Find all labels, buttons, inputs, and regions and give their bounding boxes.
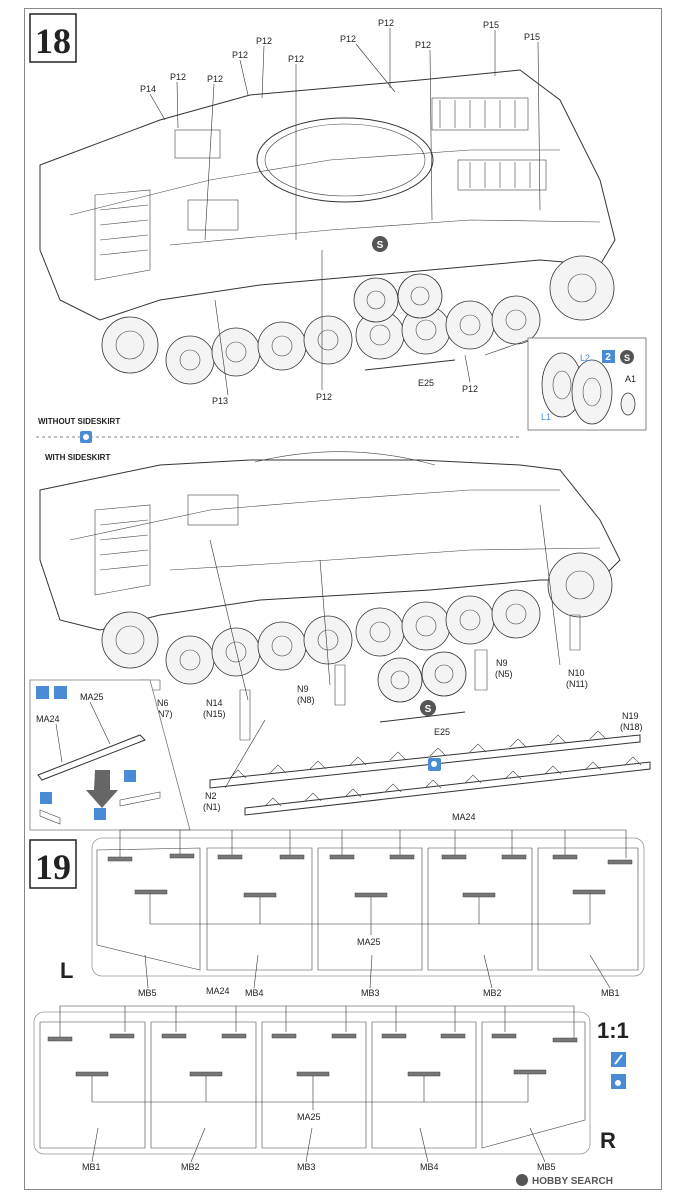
right-plate-mb4: MB4 bbox=[420, 1162, 439, 1172]
s-badge-upper: S bbox=[377, 240, 384, 251]
s-badge-lower: S bbox=[425, 704, 432, 715]
label-n10: N10 bbox=[568, 668, 585, 678]
label-p12-b: P12 bbox=[207, 74, 223, 84]
label-p12-a: P12 bbox=[170, 72, 186, 82]
qty-badge: 2 bbox=[605, 352, 611, 363]
label-ma25-right: MA25 bbox=[297, 1112, 321, 1122]
left-plate-mb2: MB2 bbox=[483, 988, 502, 998]
label-p13: P13 bbox=[212, 396, 228, 406]
label-ma25-detail: MA25 bbox=[80, 692, 104, 702]
label-p12-bottom-b: P12 bbox=[462, 384, 478, 394]
step-19-number: 19 bbox=[35, 847, 71, 887]
label-l2: L2 bbox=[580, 353, 590, 363]
label-n15: (N15) bbox=[203, 709, 226, 719]
label-n18: (N18) bbox=[620, 722, 643, 732]
label-n1: (N1) bbox=[203, 802, 221, 812]
label-p15-a: P15 bbox=[483, 20, 499, 30]
side-left-label: L bbox=[60, 958, 73, 983]
label-p12-e: P12 bbox=[288, 54, 304, 64]
scale-label: 1:1 bbox=[597, 1018, 629, 1043]
label-n2: N2 bbox=[205, 791, 217, 801]
lower-callouts: N6 (N7) N14 (N15) N9 (N8) N9 (N5) N10 (N… bbox=[155, 504, 643, 812]
step-19-badge: 19 bbox=[29, 839, 77, 889]
left-plate-mb5: MB5 bbox=[138, 988, 157, 998]
heading-without-sideskirt: WITHOUT SIDESKIRT bbox=[38, 417, 120, 426]
label-a1: A1 bbox=[625, 374, 636, 384]
left-plate-mb3: MB3 bbox=[361, 988, 380, 998]
left-plate-mb4: MB4 bbox=[245, 988, 264, 998]
label-ma25-left: MA25 bbox=[357, 937, 381, 947]
label-p12-g: P12 bbox=[378, 18, 394, 28]
s-badge-inset: S bbox=[624, 353, 630, 363]
side-right-label: R bbox=[600, 1128, 616, 1153]
step-18-badge: 18 bbox=[29, 13, 77, 63]
label-p12-bottom-a: P12 bbox=[316, 392, 332, 402]
right-plate-mb1: MB1 bbox=[82, 1162, 101, 1172]
sideskirt-rails bbox=[209, 730, 651, 816]
label-n7: (N7) bbox=[155, 709, 173, 719]
label-n9-a: N9 bbox=[297, 684, 309, 694]
label-p12-c: P12 bbox=[232, 50, 248, 60]
heading-with-sideskirt: WITH SIDESKIRT bbox=[45, 453, 110, 462]
right-plate-mb3: MB3 bbox=[297, 1162, 316, 1172]
label-p12-h: P12 bbox=[415, 40, 431, 50]
label-p12-f: P12 bbox=[340, 34, 356, 44]
wheel-inset: L2 2 S A1 L1 bbox=[484, 337, 647, 431]
ma-detail-box: MA25 MA24 bbox=[29, 679, 191, 831]
watermark-text: HOBBY SEARCH bbox=[532, 1176, 613, 1187]
label-ma24-detail: MA24 bbox=[36, 714, 60, 724]
label-p14: P14 bbox=[140, 84, 156, 94]
right-plate-mb5: MB5 bbox=[537, 1162, 556, 1172]
scale-block: 1:1 R bbox=[597, 1018, 629, 1153]
label-ma24-right: MA24 bbox=[206, 986, 230, 996]
variant-divider: WITHOUT SIDESKIRT WITH SIDESKIRT bbox=[36, 417, 520, 462]
page-frame bbox=[24, 8, 662, 1190]
label-n14: N14 bbox=[206, 698, 223, 708]
hull-lower-view: S bbox=[39, 451, 621, 741]
right-sideskirt-panel: MA24 MA25 MB1 MB2 MB3 bbox=[33, 986, 591, 1172]
label-n5: (N5) bbox=[495, 669, 513, 679]
label-ma24-left: MA24 bbox=[452, 812, 476, 822]
left-plate-mb1: MB1 bbox=[601, 988, 620, 998]
watermark: HOBBY SEARCH bbox=[516, 1174, 613, 1187]
label-p15-b: P15 bbox=[524, 32, 540, 42]
step-18-number: 18 bbox=[35, 21, 71, 61]
left-sideskirt-panel: MA24 MA25 L MB5 MB4 bbox=[60, 812, 645, 998]
label-p12-d: P12 bbox=[256, 36, 272, 46]
label-n11: (N11) bbox=[566, 679, 588, 689]
label-n9-b: N9 bbox=[496, 658, 508, 668]
label-e25-lower: E25 bbox=[434, 727, 450, 737]
step-18-callouts: P14 P12 P12 P12 P12 P12 P12 P12 P12 P15 … bbox=[140, 18, 541, 406]
label-n6: N6 bbox=[157, 698, 169, 708]
right-plate-mb2: MB2 bbox=[181, 1162, 200, 1172]
label-e25-upper: E25 bbox=[418, 378, 434, 388]
hull-upper-view: S bbox=[39, 69, 616, 385]
label-n19: N19 bbox=[622, 711, 639, 721]
label-l1: L1 bbox=[541, 412, 551, 422]
label-n8: (N8) bbox=[297, 695, 315, 705]
